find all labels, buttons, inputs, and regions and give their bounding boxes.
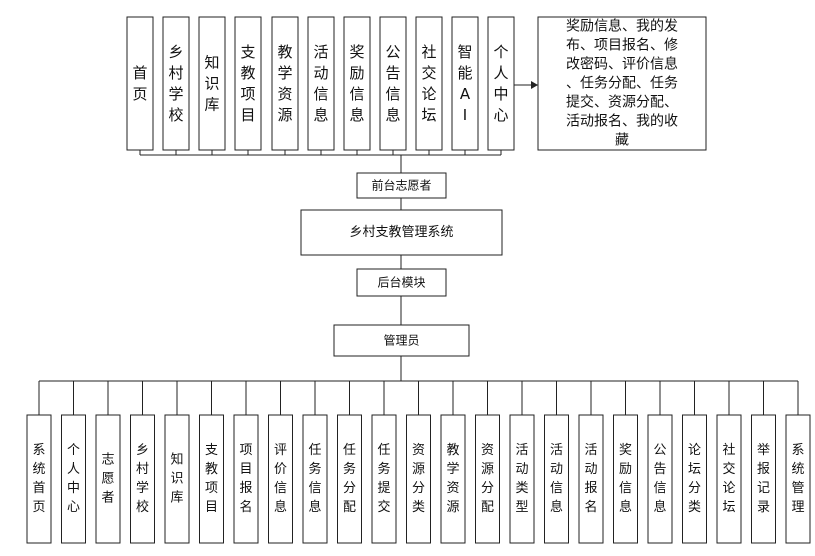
admin-module-box <box>475 414 500 544</box>
backend-module-box <box>356 268 447 297</box>
admin-module-label: 资源分类 <box>412 443 425 515</box>
admin-module-label: 个人中心 <box>67 443 80 515</box>
admin-module-label: 任务提交 <box>377 443 390 515</box>
admin-module-box <box>268 414 293 544</box>
admin-box <box>333 324 470 357</box>
top-module-label: 公告信息 <box>385 43 400 124</box>
admin-module-label: 评价信息 <box>274 443 287 515</box>
admin-module-label: 教学资源 <box>446 442 459 515</box>
admin-module-box <box>509 414 535 544</box>
system-box <box>300 209 503 256</box>
top-module-box <box>343 16 371 151</box>
admin-module-label: 任务信息 <box>308 443 321 515</box>
admin-module-box <box>302 414 328 544</box>
admin-module-box <box>61 414 86 544</box>
admin-module-label: 志愿者 <box>101 453 114 506</box>
admin-module-label: 任务分配 <box>343 443 356 515</box>
admin-module-box <box>95 414 121 544</box>
admin-module-label: 系统首页 <box>32 443 45 515</box>
top-module-box <box>451 16 479 151</box>
admin-module-box <box>26 414 52 544</box>
admin-module-box <box>716 414 742 544</box>
admin-module-label: 活动信息 <box>550 443 563 515</box>
admin-module-label: 资源分配 <box>481 443 494 515</box>
top-module-box <box>415 16 443 151</box>
admin-module-label: 活动报名 <box>584 443 597 515</box>
arrow-head <box>531 81 538 89</box>
system-label: 乡村支教管理系统 <box>349 224 453 240</box>
admin-module-box <box>164 414 190 544</box>
admin-module-box <box>785 414 811 544</box>
backend-module-label: 后台模块 <box>377 275 425 290</box>
admin-module-label: 支教项目 <box>205 443 218 515</box>
top-module-label: 知识库 <box>204 54 219 114</box>
admin-module-label: 奖励信息 <box>619 443 632 515</box>
admin-module-box <box>544 414 569 544</box>
admin-module-box <box>337 414 362 544</box>
top-module-label: 个人中心 <box>493 43 508 124</box>
admin-module-box <box>130 414 155 544</box>
front-volunteer-box <box>356 172 447 199</box>
front-volunteer-label: 前台志愿者 <box>371 178 431 193</box>
top-module-label: 教学资源 <box>277 43 292 124</box>
admin-module-box <box>440 414 466 544</box>
personal-center-detail-text: 奖励信息、我的发布、项目报名、修改密码、评价信息、任务分配、任务提交、资源分配、… <box>566 18 678 149</box>
admin-module-label: 论坛分类 <box>688 443 701 515</box>
top-module-box <box>271 16 299 151</box>
admin-module-label: 活动类型 <box>515 443 528 515</box>
admin-module-label: 系统管理 <box>791 443 804 515</box>
top-module-label: 首页 <box>132 64 147 103</box>
top-module-label: 奖励信息 <box>349 43 364 124</box>
top-module-box <box>307 16 335 151</box>
top-module-label: 社交论坛 <box>421 43 436 124</box>
admin-module-box <box>682 414 707 544</box>
admin-module-box <box>647 414 673 544</box>
top-module-label: 活动信息 <box>313 43 328 124</box>
admin-module-box <box>371 414 397 544</box>
admin-module-box <box>199 414 224 544</box>
top-module-box <box>198 16 226 151</box>
admin-module-label: 乡村学校 <box>136 443 149 515</box>
top-module-box <box>487 16 515 151</box>
top-module-box <box>234 16 262 151</box>
admin-module-label: 知识库 <box>170 452 183 506</box>
top-module-box <box>126 16 154 151</box>
admin-module-box <box>751 414 776 544</box>
admin-label: 管理员 <box>383 333 419 348</box>
admin-module-box <box>406 414 431 544</box>
admin-module-label: 举报记录 <box>757 443 770 515</box>
admin-module-label: 社交论坛 <box>722 442 735 515</box>
admin-module-box <box>613 414 638 544</box>
top-module-label: 支教项目 <box>240 43 255 124</box>
admin-module-label: 公告信息 <box>653 443 666 515</box>
admin-module-box <box>233 414 259 544</box>
top-module-box <box>379 16 407 151</box>
connector-lines <box>38 84 799 415</box>
admin-module-label: 项目报名 <box>239 443 252 515</box>
admin-module-box <box>578 414 604 544</box>
personal-center-detail-box <box>537 16 707 151</box>
top-module-label: 乡村学校 <box>168 43 183 124</box>
top-module-box <box>162 16 190 151</box>
